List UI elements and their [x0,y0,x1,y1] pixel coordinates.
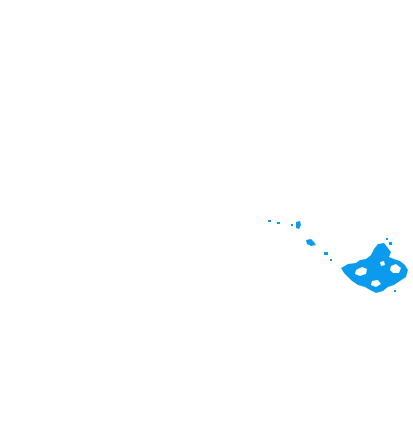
lake [380,261,385,266]
lake [355,267,367,276]
lake [390,264,401,273]
lake [371,280,381,287]
island-cluster [268,220,408,293]
islet [386,238,388,240]
islet [389,242,392,245]
islet [291,224,293,226]
islet [324,252,328,255]
main-island [341,243,408,293]
islet [394,290,396,292]
islet [296,221,301,229]
islet [277,222,280,224]
islet [268,220,271,222]
islet [306,239,316,246]
islet [330,259,332,261]
